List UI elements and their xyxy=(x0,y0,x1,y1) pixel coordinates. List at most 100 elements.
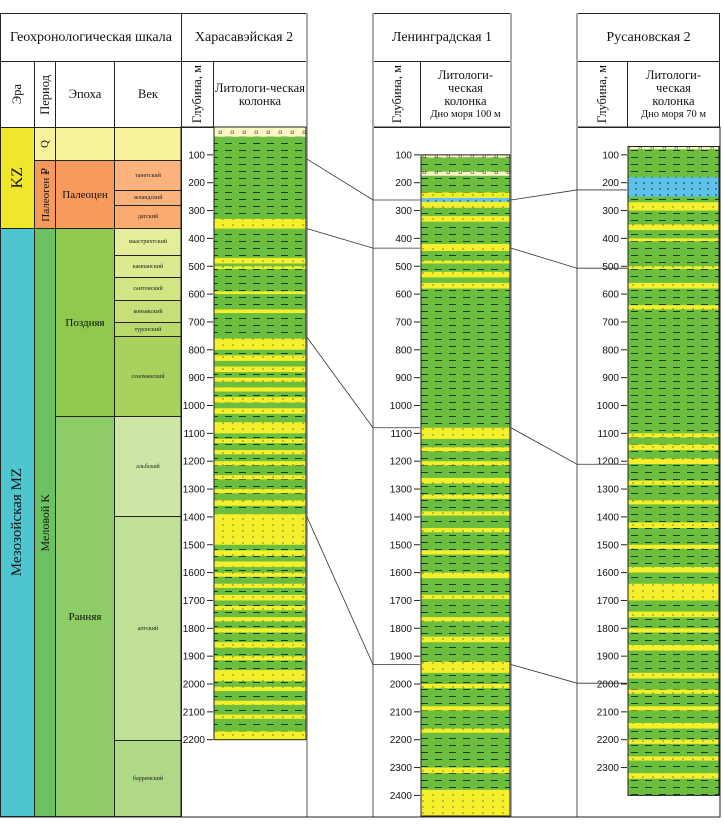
depth-tick-label: 500 xyxy=(188,262,205,273)
depth-tick-label: 800 xyxy=(395,345,412,356)
sand-layer xyxy=(214,218,306,229)
sand-layer xyxy=(214,700,306,705)
sand-layer xyxy=(214,642,306,648)
depth-tick-label: 900 xyxy=(188,373,205,384)
depth-tick-label: 700 xyxy=(602,317,619,328)
sand-layer xyxy=(214,377,306,382)
depth-tick-label: 600 xyxy=(395,290,412,301)
sand-layer xyxy=(421,636,510,643)
depth-tick-label: 1700 xyxy=(183,596,206,607)
gravel-layer xyxy=(421,154,510,158)
gravel-layer xyxy=(214,127,306,137)
depth-tick-label: 1200 xyxy=(597,457,620,468)
sand-layer xyxy=(421,728,510,733)
sand-layer xyxy=(214,366,306,373)
sand-layer xyxy=(214,714,306,719)
sand-layer xyxy=(628,672,719,679)
sand-layer xyxy=(214,422,306,434)
stage-aptian: аптский xyxy=(114,516,182,741)
depth-tick-label: 1400 xyxy=(597,512,620,523)
depth-tick-label: 2400 xyxy=(390,791,413,802)
depth-tick-label: 200 xyxy=(395,178,412,189)
sand-layer xyxy=(421,550,510,555)
depth-tick-label: 1300 xyxy=(597,485,620,496)
depth-tick-label: 100 xyxy=(188,150,205,161)
sand-layer xyxy=(628,444,719,451)
depth-tick-label: 1900 xyxy=(183,652,206,663)
depth-tick-label: 900 xyxy=(602,373,619,384)
sand-layer xyxy=(214,461,306,466)
depth-tick-label: 1300 xyxy=(183,485,206,496)
sand-layer xyxy=(421,661,510,673)
sand-layer xyxy=(628,739,719,744)
lithology-label: Литологи-ческая колонка xyxy=(645,67,702,108)
sand-layer xyxy=(421,789,510,816)
sand-layer xyxy=(214,514,306,545)
sand-layer xyxy=(628,282,719,289)
depth-tick-label: 1800 xyxy=(183,624,206,635)
depth-tick-label: 1100 xyxy=(183,429,205,440)
sand-layer xyxy=(421,461,510,466)
depth-tick-label: 1000 xyxy=(597,401,620,412)
sand-layer xyxy=(628,706,719,711)
sand-layer xyxy=(214,670,306,682)
depth-tick-label: 100 xyxy=(395,150,412,161)
correlation-line xyxy=(306,337,420,429)
sand-layer xyxy=(421,706,510,711)
sand-layer xyxy=(214,408,306,414)
sand-layer xyxy=(628,480,719,485)
sand-layer xyxy=(214,257,306,264)
era-cenozoic: KZ xyxy=(0,127,35,229)
clay-layer xyxy=(421,154,510,817)
correlation-line xyxy=(510,189,627,201)
correlation-line xyxy=(306,158,420,201)
depth-tick-label: 200 xyxy=(602,178,619,189)
sand-layer xyxy=(628,500,719,505)
depth-tick-label: 1600 xyxy=(183,568,206,579)
stage-santonian: сантонский xyxy=(114,277,182,301)
depth-tick-label: 1300 xyxy=(390,485,413,496)
correlation-line xyxy=(510,427,627,465)
seafloor-label: Дно моря 70 м xyxy=(640,108,707,120)
sand-layer xyxy=(214,475,306,480)
sand-layer xyxy=(214,355,306,361)
depth-tick-label: 2200 xyxy=(597,735,620,746)
sand-layer xyxy=(421,767,510,774)
depth-tick-label: 2100 xyxy=(183,707,206,718)
depth-tick-label: 1800 xyxy=(597,624,620,635)
depth-tick-label: 2300 xyxy=(390,763,413,774)
depth-tick-label: 200 xyxy=(188,178,205,189)
sand-layer xyxy=(628,458,719,464)
sand-layer xyxy=(214,550,306,556)
depth-tick-label: 1900 xyxy=(597,652,620,663)
depth-tick-label: 1600 xyxy=(597,568,620,579)
depth-tick-label: 1200 xyxy=(183,457,206,468)
depth-tick-label: 2200 xyxy=(183,735,206,746)
depth-tick-label: 2000 xyxy=(183,680,206,691)
sand-layer xyxy=(628,522,719,529)
depth-tick-label: 1100 xyxy=(597,429,619,440)
depth-tick-label: 400 xyxy=(395,234,412,245)
sand-layer xyxy=(628,689,719,694)
depth-tick-label: 1200 xyxy=(390,457,413,468)
depth-tick-label: 1500 xyxy=(597,540,620,551)
depth-tick-label: 2300 xyxy=(597,763,620,774)
sand-layer xyxy=(214,450,306,455)
sand-layer xyxy=(214,686,306,691)
sand-layer xyxy=(421,271,510,278)
sand-layer xyxy=(214,628,306,633)
sand-layer xyxy=(421,243,510,251)
depth-tick-label: 2100 xyxy=(597,707,620,718)
sand-layer xyxy=(214,397,306,403)
sand-layer xyxy=(214,594,306,601)
sand-layer xyxy=(214,617,306,622)
depth-tick-label: 700 xyxy=(188,317,205,328)
sand-layer xyxy=(628,567,719,573)
carbonate-layer xyxy=(628,177,719,197)
sand-layer xyxy=(421,192,510,199)
depth-tick-label: 800 xyxy=(602,345,619,356)
sand-layer xyxy=(421,528,510,533)
era-mesozoic: Мезозойская MZ xyxy=(0,228,35,817)
sand-layer xyxy=(628,433,719,438)
